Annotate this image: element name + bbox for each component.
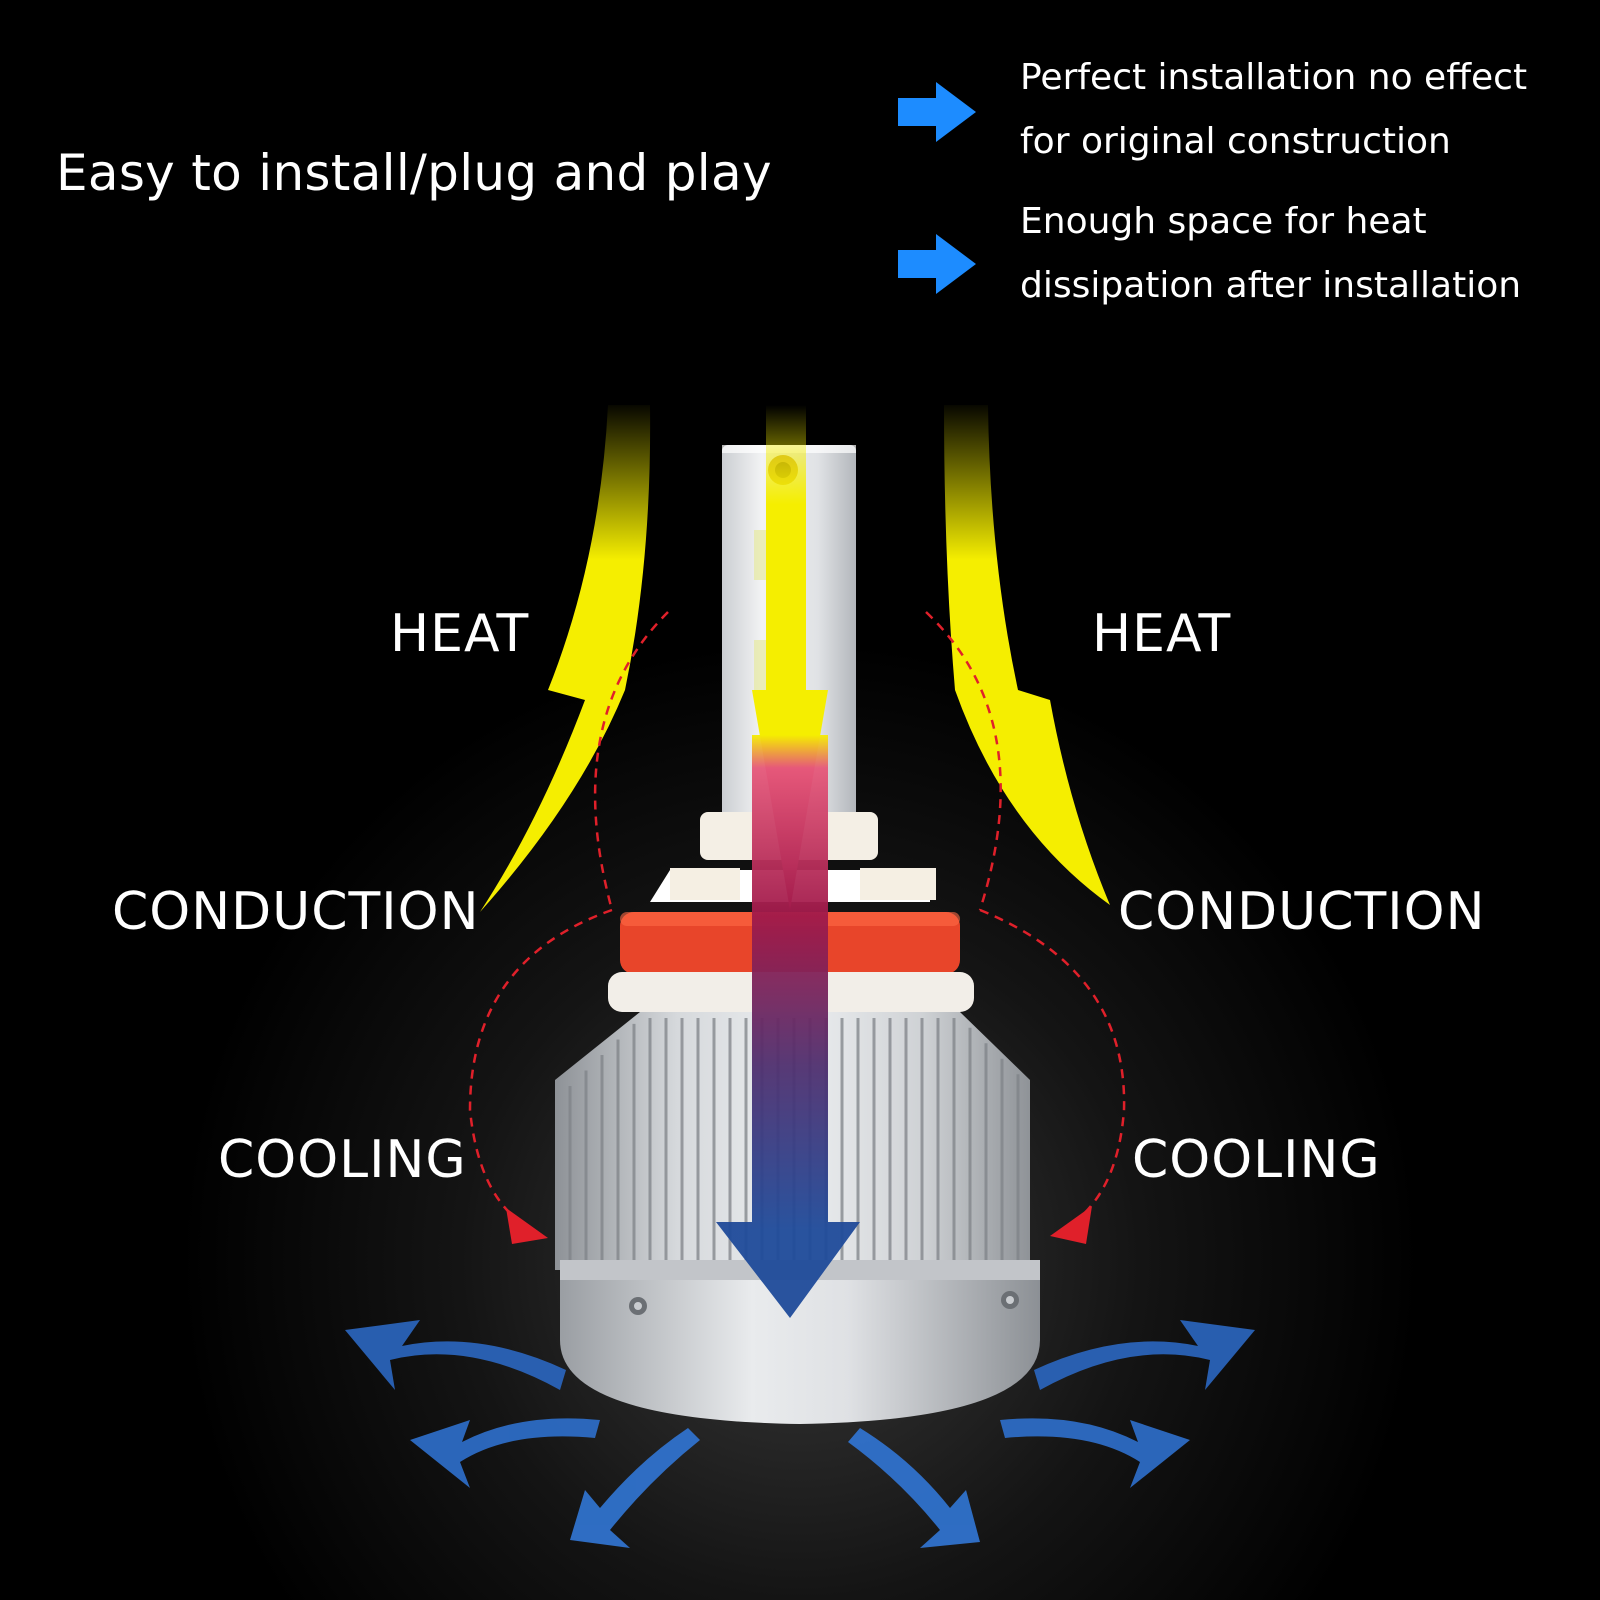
airflow-arrows [345, 1320, 1255, 1548]
cooling-label-left: COOLING [218, 1130, 467, 1190]
feature-2-line-2: dissipation after installation [1020, 265, 1522, 306]
feature-2-text: Enough space for heat dissipation after … [1020, 190, 1521, 318]
conduction-label-right: CONDUCTION [1118, 882, 1486, 942]
heat-label-left: HEAT [390, 604, 530, 664]
heat-arrow-right [944, 405, 1110, 905]
conduction-label-left: CONDUCTION [112, 882, 480, 942]
cooling-label-right: COOLING [1132, 1130, 1381, 1190]
dashed-conduction-arrow-right [925, 611, 1126, 1226]
blue-arrow-right-icon [898, 234, 976, 294]
heat-label-right: HEAT [1092, 604, 1232, 664]
heat-arrow-left [480, 405, 651, 912]
headline: Easy to install/plug and play [56, 144, 772, 202]
feature-1-text: Perfect installation no effect for origi… [1020, 46, 1527, 174]
dashed-conduction-arrow-left [468, 611, 669, 1223]
feature-1-line-2: for original construction [1020, 121, 1451, 162]
heat-to-cooling-arrow [716, 405, 860, 1318]
feature-1-line-1: Perfect installation no effect [1020, 57, 1528, 98]
feature-2-line-1: Enough space for heat [1020, 201, 1427, 242]
dashed-arrowhead-left [506, 1208, 548, 1244]
dashed-arrowhead-right [1050, 1206, 1092, 1244]
blue-arrow-right-icon [898, 82, 976, 142]
